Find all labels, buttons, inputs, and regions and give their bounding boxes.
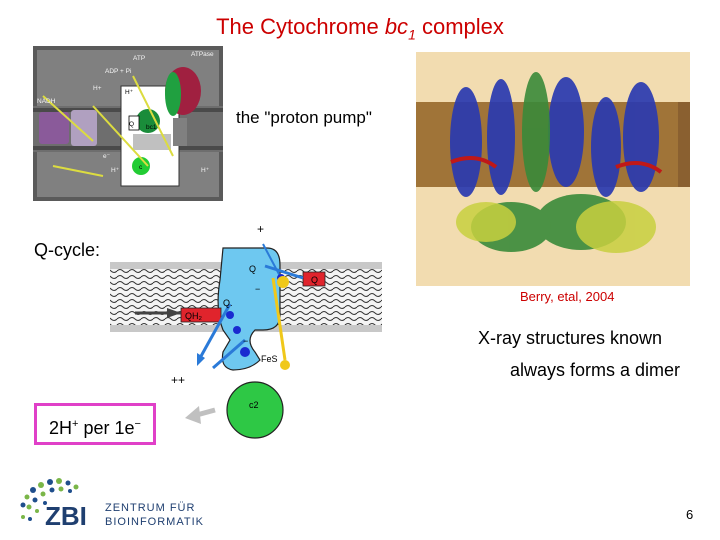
qcycle-label: Q-cycle:	[34, 240, 101, 260]
qcycle-q-top: Q	[249, 264, 256, 274]
pump-label-atp: ATP	[133, 55, 145, 62]
pump-label-adp: ADP + Pi	[105, 68, 131, 75]
pump-label-h-bottom-left: H⁺	[111, 167, 120, 174]
pump-label-atpase: ATPase	[191, 51, 214, 58]
qcycle-minus-bottom: −	[243, 336, 248, 346]
zbi-logo: ZBI ZENTRUM FÜR BIOINFORMATIK	[20, 478, 204, 531]
qcycle-double-plus: ++	[171, 373, 185, 387]
qcycle-q-right: Q	[311, 275, 318, 285]
qcycle-c2: c2	[249, 400, 259, 410]
xray-structure-image	[416, 52, 690, 286]
qcycle-fes: FeS	[261, 354, 278, 364]
proton-pump-diagram: ATP ATPase ADP + Pi H+ NADH H⁺ bc1 Q c e…	[33, 46, 223, 201]
qcycle-minus-top: −	[255, 284, 260, 294]
pump-label-q: Q	[129, 121, 134, 128]
pump-label-c: c	[139, 164, 143, 171]
pump-label-nadh: NADH	[37, 98, 56, 105]
zbi-letters: ZBI	[45, 501, 87, 531]
pump-label-hplus-top: H+	[93, 85, 102, 92]
xray-structures-text: X-ray structures known	[478, 328, 663, 348]
qcycle-q-minus: Q.	[223, 298, 233, 308]
page-number: 6	[686, 507, 694, 522]
zbi-line1: ZENTRUM FÜR	[105, 502, 195, 514]
pump-label-h-bottom-right: H⁺	[201, 167, 210, 174]
dimer-text: always forms a dimer	[510, 360, 681, 380]
qcycle-qh2: QH₂	[185, 311, 203, 321]
zbi-line2: BIOINFORMATIK	[105, 516, 204, 528]
proton-electron-ratio-box: 2H+ per 1e−	[34, 403, 156, 445]
zbi-dot-arc-icon	[20, 478, 79, 521]
qcycle-diagram: + Q Q − Q. QH₂ − FeS c2 ++	[110, 222, 382, 439]
slide-title: The Cytochrome bc1 complex	[216, 14, 504, 43]
pump-label-h-inner: H⁺	[125, 89, 134, 96]
pump-label-e: e⁻	[103, 153, 111, 160]
qcycle-plus: +	[257, 222, 264, 236]
citation: Berry, etal, 2004	[520, 289, 615, 304]
pump-label-bc1: bc1	[146, 124, 157, 131]
proton-pump-label: the "proton pump"	[233, 105, 411, 131]
